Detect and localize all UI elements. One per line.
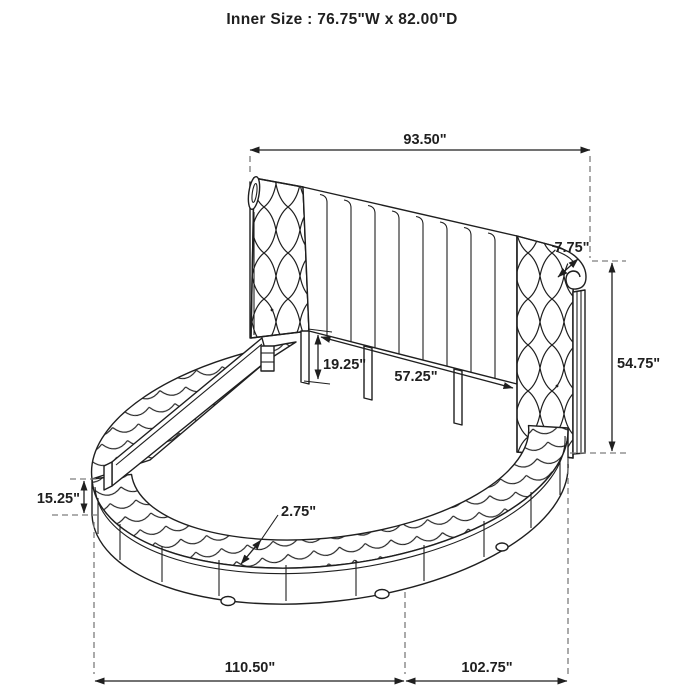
tuft-button bbox=[555, 384, 559, 388]
tuft-button bbox=[270, 308, 274, 312]
bed-foot bbox=[220, 595, 236, 607]
dim-headboard-inner-width: 57.25" bbox=[320, 336, 514, 389]
dim-overall-width: 110.50" bbox=[93, 522, 406, 685]
dim-overall-depth: 102.75" bbox=[405, 458, 569, 685]
dim-panel-clearance-label: 19.25" bbox=[323, 357, 366, 373]
welt-line bbox=[94, 435, 566, 575]
dim-headboard-height: 54.75" bbox=[570, 260, 660, 454]
dim-headboard-width-label: 93.50" bbox=[403, 132, 446, 148]
dim-overall-depth-label: 102.75" bbox=[461, 660, 512, 676]
bed-foot bbox=[495, 542, 509, 552]
dim-ledge-thickness-label: 2.75" bbox=[281, 504, 316, 520]
dim-base-height-label: 15.25" bbox=[37, 491, 80, 507]
side-rail bbox=[103, 337, 275, 491]
dim-base-height: 15.25" bbox=[37, 478, 98, 516]
dim-headboard-height-label: 54.75" bbox=[617, 356, 660, 372]
headboard-leg bbox=[300, 330, 310, 385]
headboard-leg bbox=[363, 345, 373, 401]
dim-headboard-width: 93.50" bbox=[249, 132, 591, 258]
headboard-leg bbox=[453, 368, 463, 426]
dim-scroll-wing-depth-label: 7.75" bbox=[554, 240, 589, 256]
bed-foot bbox=[374, 588, 390, 600]
headboard-right-wing bbox=[516, 235, 587, 459]
dim-ledge-thickness: 2.75" bbox=[240, 504, 316, 565]
dim-overall-width-label: 110.50" bbox=[225, 660, 275, 676]
rail-bracket bbox=[260, 345, 275, 372]
dim-scroll-wing-depth: 7.75" bbox=[554, 240, 590, 278]
dim-headboard-inner-width-label: 57.25" bbox=[394, 369, 437, 385]
headboard-center-panel bbox=[302, 186, 518, 385]
page-title: Inner Size : 76.75"W x 82.00"D bbox=[226, 11, 457, 28]
headboard-left-wing bbox=[247, 175, 310, 385]
round-base bbox=[90, 341, 569, 607]
headboard bbox=[247, 175, 587, 459]
